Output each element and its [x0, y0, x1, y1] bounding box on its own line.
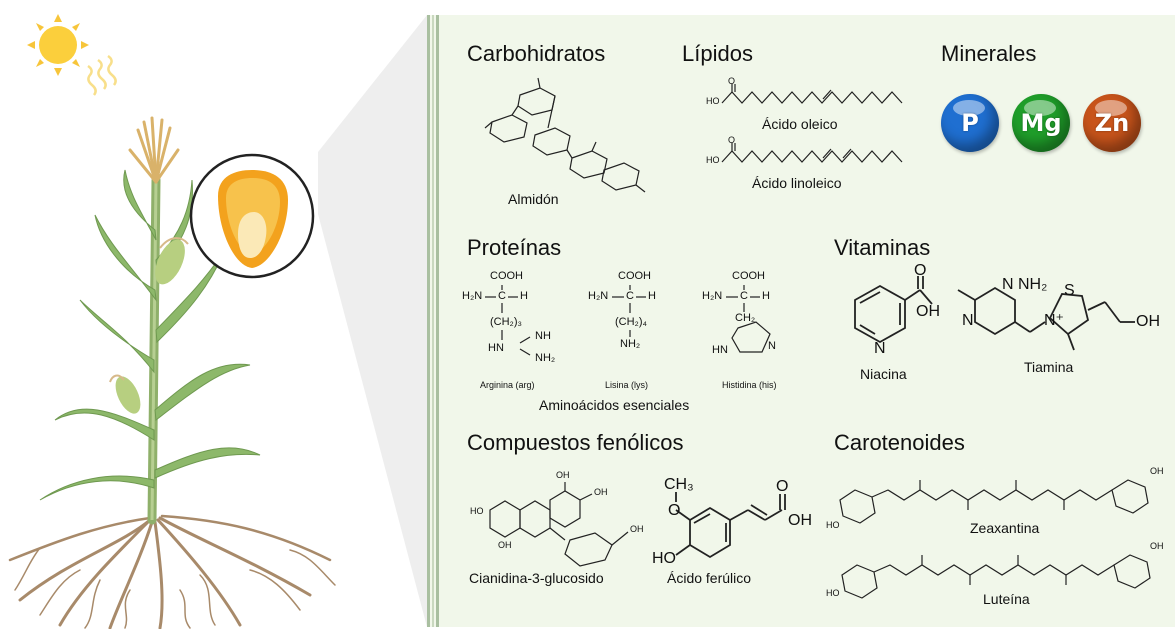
lys-nh2: NH₂	[620, 338, 641, 350]
ferulic-oh: OH	[788, 512, 812, 529]
lys-cooh: COOH	[618, 270, 651, 282]
lys-h2n: H₂N	[588, 290, 609, 302]
thiamine-structure	[957, 286, 1135, 351]
zeaxanthin-structure	[839, 479, 1149, 524]
niacin-structure	[854, 276, 933, 344]
lutein-ho: HO	[826, 588, 840, 598]
arg-cooh: COOH	[490, 270, 523, 282]
arg-h: H	[520, 290, 528, 302]
heading-carbohidratos: Carbohidratos	[467, 41, 606, 66]
arg-nh2: NH₂	[535, 352, 556, 364]
thiamine-oh: OH	[1136, 313, 1160, 330]
oleic-o: O	[728, 76, 736, 86]
his-c: C	[740, 290, 748, 302]
thiamine-nplus: N⁺	[1044, 312, 1064, 329]
caption-zeaxantina: Zeaxantina	[970, 520, 1040, 536]
arg-chain: (CH₂)₃	[490, 316, 522, 328]
mineral-mg-icon: Mg	[1012, 94, 1070, 152]
amino-acid-bonds	[485, 285, 771, 356]
cyanidin-ho: HO	[470, 506, 484, 516]
heading-compuestos-fenolicos: Compuestos fenólicos	[467, 430, 684, 455]
arg-c: C	[498, 290, 506, 302]
heading-carotenoides: Carotenoides	[834, 430, 965, 455]
oleic-acid-structure	[721, 84, 903, 104]
caption-niacina: Niacina	[860, 366, 907, 382]
thiamine-nh2: NH₂	[1018, 276, 1048, 293]
ferulic-ho: HO	[652, 550, 676, 567]
cyanidin-oh2: OH	[594, 487, 608, 497]
arg-nh: NH	[535, 330, 551, 342]
caption-cianidina: Cianidina-3-glucosido	[469, 570, 604, 586]
lys-chain: (CH₂)₄	[615, 316, 647, 328]
niacin-n: N	[874, 340, 886, 357]
tassel	[128, 116, 180, 184]
ferulic-acid-structure	[675, 492, 786, 559]
thiamine-s: S	[1064, 282, 1075, 299]
mineral-zn-icon: Zn	[1083, 94, 1141, 152]
his-n: N	[768, 340, 776, 352]
heading-minerales: Minerales	[941, 41, 1037, 66]
starch-structure	[484, 77, 646, 193]
kernel-magnifier	[189, 153, 315, 279]
roots	[8, 514, 336, 629]
zeaxanthin-ho: HO	[826, 520, 840, 530]
oleic-ho: HO	[706, 96, 720, 106]
caption-luteina: Luteína	[983, 591, 1030, 607]
label-histidina: Histidina (his)	[722, 380, 777, 390]
panel-border	[427, 15, 441, 627]
zeaxanthin-oh: OH	[1150, 466, 1164, 476]
his-h2n: H₂N	[702, 290, 723, 302]
his-hn: HN	[712, 344, 728, 356]
niacin-o: O	[914, 262, 927, 279]
linoleic-acid-structure	[721, 143, 903, 163]
arg-hn: HN	[488, 342, 504, 354]
ferulic-ch3: CH₃	[664, 476, 694, 493]
lutein-structure	[841, 554, 1151, 599]
lutein-oh: OH	[1150, 541, 1164, 551]
his-h: H	[762, 290, 770, 302]
cyanidin-structure	[489, 482, 629, 567]
heading-proteinas: Proteínas	[467, 235, 562, 260]
thiamine-n2: N	[962, 312, 974, 329]
zoom-wedge	[318, 15, 427, 627]
cyanidin-oh1: OH	[556, 470, 570, 480]
caption-acido-ferulico: Ácido ferúlico	[667, 570, 752, 586]
cyanidin-oh4: OH	[630, 524, 644, 534]
arg-h2n: H₂N	[462, 290, 483, 302]
linoleic-o: O	[728, 135, 736, 145]
ferulic-o: O	[668, 502, 681, 519]
mineral-p-icon: P	[941, 94, 999, 152]
caption-acido-linoleico: Ácido linoleico	[752, 175, 842, 191]
ferulic-o2: O	[776, 478, 789, 495]
niacin-oh: OH	[916, 303, 940, 320]
ear-cobs	[109, 237, 189, 414]
lys-h: H	[648, 290, 656, 302]
caption-aminoacidos: Aminoácidos esenciales	[539, 397, 690, 413]
lys-c: C	[626, 290, 634, 302]
cyanidin-oh3: OH	[498, 540, 512, 550]
caption-tiamina: Tiamina	[1024, 359, 1074, 375]
label-arginina: Arginina (arg)	[480, 380, 535, 390]
thiamine-n1: N	[1002, 276, 1014, 293]
heading-vitaminas: Vitaminas	[834, 235, 931, 260]
caption-acido-oleico: Ácido oleico	[762, 116, 838, 132]
sun-icon	[27, 14, 117, 96]
linoleic-ho: HO	[706, 155, 720, 165]
label-lisina: Lisina (lys)	[605, 380, 649, 390]
heading-lipidos: Lípidos	[682, 41, 753, 66]
his-cooh: COOH	[732, 270, 765, 282]
caption-almidon: Almidón	[508, 191, 559, 207]
his-ch2: CH₂	[735, 312, 756, 324]
